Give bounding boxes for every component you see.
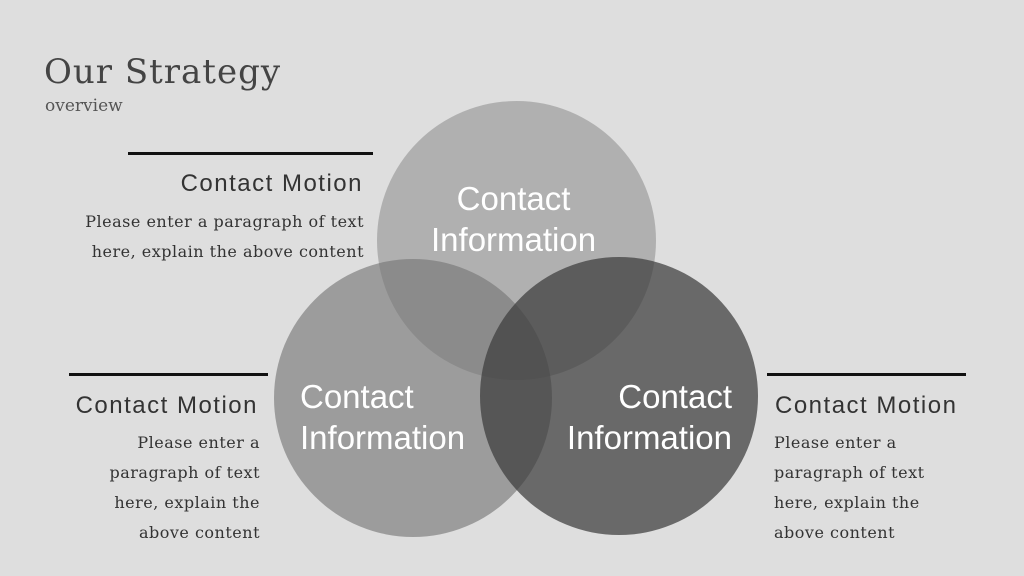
block-title-top-left: Contact Motion [180,170,363,197]
circle-right-line2: Information [566,419,732,456]
block-text-bottom-right: Please enter a paragraph of text here, e… [774,433,925,542]
circle-top-label: Contact Information [431,178,596,260]
page-title: Our Strategy [44,52,282,92]
circle-left-label: Contact Information [300,376,465,458]
rule-bottom-right [767,373,966,376]
circle-top-line2: Information [431,221,597,258]
rule-bottom-left [69,373,268,376]
venn-circle-right [480,257,758,535]
circle-right-line1: Contact [618,378,732,415]
circle-right-label: Contact Information [567,376,732,458]
circle-left-line1: Contact [300,378,414,415]
block-title-bottom-left: Contact Motion [75,392,258,419]
block-text-top-left: Please enter a paragraph of text here, e… [85,212,364,261]
block-text-bottom-left: Please enter a paragraph of text here, e… [109,433,260,542]
block-title-bottom-right: Contact Motion [775,392,958,419]
page-subtitle: overview [45,96,123,116]
circle-left-line2: Information [300,419,466,456]
rule-top-left [128,152,373,155]
circle-top-line1: Contact [456,180,571,217]
